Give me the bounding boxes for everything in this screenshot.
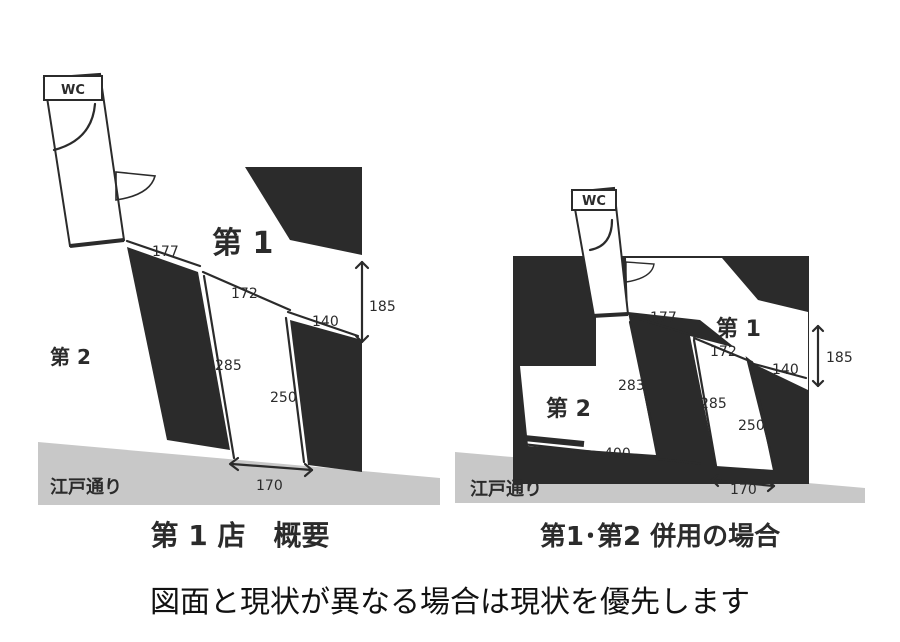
left-wall-mass-right bbox=[245, 167, 362, 255]
right-room-2-area bbox=[520, 312, 656, 455]
left-room-2-label: 第 2 bbox=[50, 345, 91, 369]
left-door-swing bbox=[115, 171, 157, 201]
right-room-2-label: 第 2 bbox=[546, 396, 591, 422]
right-wc-sign bbox=[571, 189, 617, 211]
left-dim-285: 285 bbox=[215, 358, 242, 374]
right-dim-283: 283 bbox=[618, 378, 645, 394]
right-dim-250: 250 bbox=[738, 418, 765, 434]
left-wc-sign bbox=[43, 75, 103, 101]
right-wc-threshold bbox=[591, 312, 629, 318]
left-wc-door-swing bbox=[52, 102, 97, 152]
right-room-1-area bbox=[626, 258, 808, 390]
left-wc-label: WC bbox=[61, 83, 85, 98]
right-wc-label: WC bbox=[582, 194, 606, 209]
left-street-band bbox=[38, 442, 440, 505]
left-floor-plan: WC 第 1 第 2 177 172 140 185 285 250 170 bbox=[38, 72, 440, 552]
right-dimensions bbox=[520, 314, 825, 493]
left-dim-177: 177 bbox=[152, 244, 179, 260]
right-wc-door-swing bbox=[588, 218, 614, 252]
right-dim-400: 400 bbox=[604, 446, 631, 462]
right-dim-172: 172 bbox=[710, 344, 737, 360]
right-dim-177: 177 bbox=[650, 310, 677, 326]
right-caption: 第1･第2 併用の場合 bbox=[540, 521, 781, 552]
right-room-1-label: 第 1 bbox=[716, 316, 761, 342]
left-wall-mass-left-lower bbox=[127, 247, 230, 450]
left-wc-threshold bbox=[69, 238, 125, 248]
left-street-label: 江戸通り bbox=[50, 477, 122, 498]
left-dim-170: 170 bbox=[256, 478, 283, 494]
right-floor-plan: WC 第 1 第 2 177 172 140 185 283 2 bbox=[455, 186, 865, 552]
right-dim-170: 170 bbox=[730, 482, 757, 498]
right-counter-bar bbox=[523, 435, 585, 447]
right-dim-285: 285 bbox=[700, 396, 727, 412]
right-street-label: 江戸通り bbox=[470, 479, 542, 500]
left-dimensions bbox=[125, 239, 370, 478]
right-dim-140: 140 bbox=[772, 362, 799, 378]
left-wall-mass-center bbox=[290, 320, 362, 472]
right-dim-185: 185 bbox=[826, 350, 853, 366]
left-dim-140: 140 bbox=[312, 314, 339, 330]
right-door-swing bbox=[625, 261, 655, 283]
left-caption: 第 1 店 概要 bbox=[151, 519, 330, 552]
left-dim-250: 250 bbox=[270, 390, 297, 406]
left-dim-172: 172 bbox=[231, 286, 258, 302]
left-dim-185: 185 bbox=[369, 299, 396, 315]
footer-note: 図面と現状が異なる場合は現状を優先します bbox=[150, 585, 750, 620]
left-room-1-label: 第 1 bbox=[212, 226, 273, 261]
